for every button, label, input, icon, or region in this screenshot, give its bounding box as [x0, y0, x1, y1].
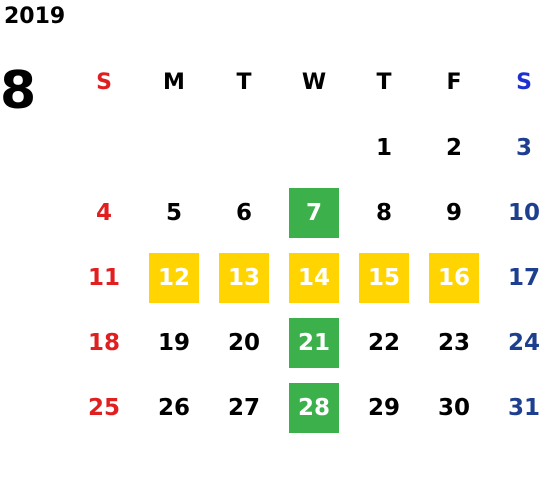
day-cell: 14: [279, 245, 349, 310]
highlighted-date[interactable]: 15: [359, 252, 409, 303]
day-cell: 21: [279, 310, 349, 375]
day-cell: 31: [489, 375, 548, 440]
calendar-date[interactable]: 31: [507, 394, 540, 421]
calendar-date[interactable]: 20: [227, 329, 260, 356]
day-cell: [69, 115, 139, 180]
calendar-date[interactable]: 29: [367, 394, 400, 421]
calendar-date[interactable]: 5: [165, 199, 182, 226]
highlighted-date[interactable]: 21: [289, 317, 339, 368]
highlighted-date[interactable]: 13: [219, 252, 269, 303]
calendar-date[interactable]: 6: [235, 199, 252, 226]
calendar-date[interactable]: 1: [375, 134, 392, 161]
day-cell: 24: [489, 310, 548, 375]
day-cell: 13: [209, 245, 279, 310]
day-cell: 19: [139, 310, 209, 375]
day-cell: 15: [349, 245, 419, 310]
day-cell: 3: [489, 115, 548, 180]
week-row: 4 5 6 7 8 9 10: [69, 180, 548, 245]
calendar-date[interactable]: 25: [87, 394, 120, 421]
highlighted-date[interactable]: 7: [289, 187, 339, 238]
day-cell: 5: [139, 180, 209, 245]
calendar-date[interactable]: 27: [227, 394, 260, 421]
calendar-date[interactable]: 19: [157, 329, 190, 356]
day-cell: 27: [209, 375, 279, 440]
day-cell: 23: [419, 310, 489, 375]
week-row: 18 19 20 21 22 23 24: [69, 310, 548, 375]
day-cell: 7: [279, 180, 349, 245]
month-label: 8: [0, 61, 37, 121]
calendar-date[interactable]: 11: [87, 264, 120, 291]
day-cell: 17: [489, 245, 548, 310]
day-cell: 4: [69, 180, 139, 245]
day-cell: 20: [209, 310, 279, 375]
day-cell: 18: [69, 310, 139, 375]
day-cell: 28: [279, 375, 349, 440]
day-cell: 29: [349, 375, 419, 440]
day-cell: 25: [69, 375, 139, 440]
week-row: 11 12 13 14 15 16 17: [69, 245, 548, 310]
highlighted-date[interactable]: 14: [289, 252, 339, 303]
calendar-date[interactable]: 26: [157, 394, 190, 421]
calendar-date[interactable]: 9: [445, 199, 462, 226]
calendar-date[interactable]: 22: [367, 329, 400, 356]
day-cell: 12: [139, 245, 209, 310]
weekday-friday: F: [446, 70, 462, 95]
day-cell: 2: [419, 115, 489, 180]
calendar-date[interactable]: 2: [445, 134, 462, 161]
weekday-saturday: S: [516, 70, 532, 95]
calendar-date[interactable]: 10: [507, 199, 540, 226]
week-row: 1 2 3: [69, 115, 548, 180]
calendar-date[interactable]: 8: [375, 199, 392, 226]
day-cell: [209, 115, 279, 180]
year-label: 2019: [4, 4, 66, 29]
day-cell: 1: [349, 115, 419, 180]
highlighted-date[interactable]: 16: [429, 252, 479, 303]
day-cell: 26: [139, 375, 209, 440]
highlighted-date[interactable]: 28: [289, 382, 339, 433]
day-cell: 16: [419, 245, 489, 310]
day-cell: 30: [419, 375, 489, 440]
day-cell: [139, 115, 209, 180]
day-cell: 9: [419, 180, 489, 245]
weekday-sunday: S: [96, 70, 112, 95]
day-cell: [279, 115, 349, 180]
calendar-date[interactable]: 18: [87, 329, 120, 356]
week-row: 25 26 27 28 29 30 31: [69, 375, 548, 440]
highlighted-date[interactable]: 12: [149, 252, 199, 303]
calendar-date[interactable]: 4: [95, 199, 112, 226]
day-cell: 8: [349, 180, 419, 245]
weekday-tuesday: T: [236, 70, 252, 95]
day-cell: 6: [209, 180, 279, 245]
weekday-monday: M: [163, 70, 185, 95]
weekday-header-row: S M T W T F S: [69, 50, 548, 115]
day-cell: 22: [349, 310, 419, 375]
calendar-date[interactable]: 30: [437, 394, 470, 421]
calendar-date[interactable]: 24: [507, 329, 540, 356]
day-cell: 10: [489, 180, 548, 245]
calendar-date[interactable]: 17: [507, 264, 540, 291]
calendar-date[interactable]: 23: [437, 329, 470, 356]
weekday-thursday: T: [376, 70, 392, 95]
weekday-wednesday: W: [301, 70, 327, 95]
day-cell: 11: [69, 245, 139, 310]
calendar-date[interactable]: 3: [515, 134, 532, 161]
